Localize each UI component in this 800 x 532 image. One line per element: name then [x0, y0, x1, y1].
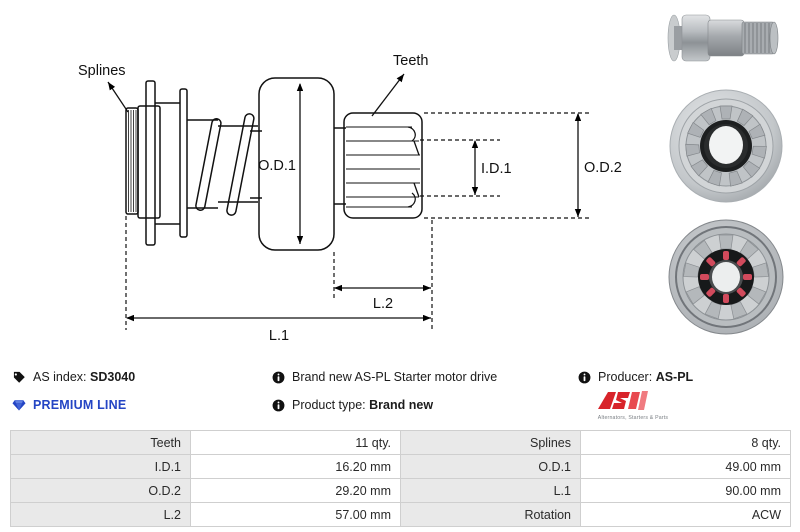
spec-key: O.D.1 [400, 454, 581, 479]
spec-key: I.D.1 [10, 454, 191, 479]
info-icon [578, 371, 591, 384]
diamond-icon [12, 398, 26, 412]
specifications-table: Teeth 11 qty. Splines 8 qty. I.D.1 16.20… [10, 430, 791, 527]
technical-drawing: Splines Teeth O.D.1 I.D.1 O.D.2 [78, 53, 622, 344]
product-info-block: AS index: SD3040 PREMIUM LINE [0, 362, 800, 424]
product-photo-front-view[interactable] [652, 82, 800, 210]
product-photo-side-view[interactable] [652, 2, 800, 74]
as-index-row: AS index: SD3040 [12, 366, 135, 388]
product-description: Brand new AS-PL Starter motor drive [292, 370, 498, 384]
drawing-label-splines: Splines [78, 63, 126, 79]
as-index-label: AS index: [33, 370, 87, 384]
spec-key: Rotation [400, 502, 581, 527]
premium-line-label: PREMIUM LINE [33, 398, 127, 412]
product-photo-gallery [652, 2, 800, 342]
table-row: O.D.2 29.20 mm L.1 90.00 mm [10, 478, 791, 503]
product-type-label: Product type: [292, 398, 366, 412]
premium-line-badge: PREMIUM LINE [12, 394, 126, 416]
info-icon [272, 371, 285, 384]
spec-value: 16.20 mm [190, 454, 401, 479]
product-type-row: Product type: Brand new [272, 394, 433, 416]
producer-label: Producer: [598, 370, 653, 384]
spec-value: ACW [580, 502, 791, 527]
product-type-value: Brand new [369, 398, 434, 412]
drawing-label-teeth: Teeth [393, 53, 428, 69]
spec-value: 11 qty. [190, 430, 401, 455]
info-icon [272, 399, 285, 412]
spec-value: 8 qty. [580, 430, 791, 455]
product-photo-rear-view[interactable] [652, 216, 800, 338]
spec-value: 49.00 mm [580, 454, 791, 479]
table-row: I.D.1 16.20 mm O.D.1 49.00 mm [10, 454, 791, 479]
drawing-label-l2: L.2 [373, 296, 393, 312]
spec-key: Teeth [10, 430, 191, 455]
aspl-logo-tagline: Alternators, Starters & Parts [598, 415, 669, 421]
drawing-label-od1: O.D.1 [258, 158, 296, 174]
producer-row: Producer: AS-PL [578, 366, 693, 388]
spec-key: L.1 [400, 478, 581, 503]
product-description-row: Brand new AS-PL Starter motor drive [272, 366, 497, 388]
tag-icon [12, 370, 26, 384]
as-index-value: SD3040 [90, 370, 136, 384]
spec-key: O.D.2 [10, 478, 191, 503]
spec-key: Splines [400, 430, 581, 455]
spec-value: 57.00 mm [190, 502, 401, 527]
table-row: Teeth 11 qty. Splines 8 qty. [10, 430, 791, 455]
drawing-label-l1: L.1 [269, 328, 289, 344]
drawing-label-id1: I.D.1 [481, 161, 512, 177]
drawing-label-od2: O.D.2 [584, 160, 622, 176]
producer-value: AS-PL [655, 370, 694, 384]
aspl-brand-logo: Alternators, Starters & Parts [578, 390, 688, 422]
spec-key: L.2 [10, 502, 191, 527]
spec-value: 90.00 mm [580, 478, 791, 503]
spec-value: 29.20 mm [190, 478, 401, 503]
table-row: L.2 57.00 mm Rotation ACW [10, 502, 791, 527]
